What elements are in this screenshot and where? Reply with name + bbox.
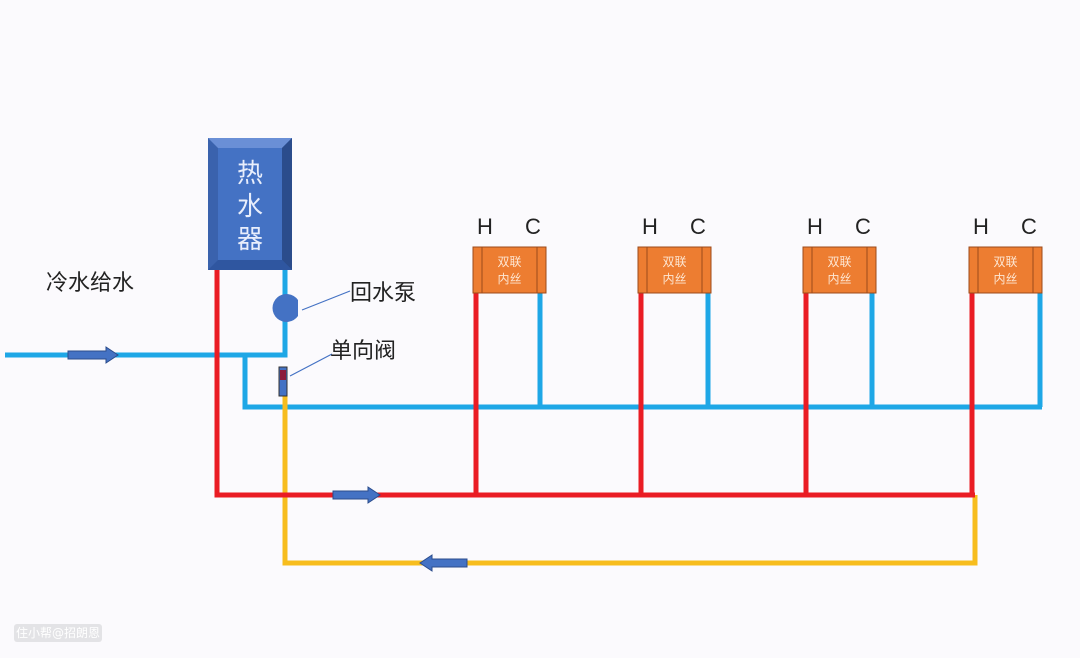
fixture: H C 双联 内丝 bbox=[968, 214, 1043, 294]
flow-arrow-right-icon bbox=[67, 346, 119, 364]
cold-label: C bbox=[855, 214, 871, 239]
valve-pointer bbox=[289, 353, 333, 377]
fixture-label: 双联 bbox=[497, 255, 521, 269]
watermark-text: 住小帮@招朗恩 bbox=[16, 626, 100, 640]
return-pipe bbox=[282, 368, 978, 566]
pump-pointer bbox=[301, 290, 351, 311]
fixture-label: 双联 bbox=[827, 255, 851, 269]
check-valve-icon bbox=[278, 366, 288, 397]
return-pump-label: 回水泵 bbox=[350, 281, 416, 306]
heater-label-char: 水 bbox=[237, 192, 263, 222]
fixture-label: 双联 bbox=[662, 255, 686, 269]
hot-label: H bbox=[973, 214, 989, 239]
fixture-label: 内丝 bbox=[497, 272, 521, 286]
hot-label: H bbox=[807, 214, 823, 239]
cold-label: C bbox=[1021, 214, 1037, 239]
fixture-label: 双联 bbox=[993, 255, 1017, 269]
cold-distribution-pipe bbox=[242, 355, 1042, 410]
watermark: 住小帮@招朗恩 bbox=[14, 624, 102, 642]
fixture-label: 内丝 bbox=[662, 272, 686, 286]
cold-label: C bbox=[525, 214, 541, 239]
flow-arrow-left-icon bbox=[419, 554, 468, 572]
hot-water-pipes bbox=[214, 268, 975, 498]
hot-supply-pipe bbox=[214, 268, 975, 498]
fixture-label: 内丝 bbox=[993, 272, 1017, 286]
heater-label-char: 器 bbox=[237, 225, 263, 255]
return-pump-icon bbox=[272, 294, 298, 323]
fixture-label: 内丝 bbox=[827, 272, 851, 286]
hot-label: H bbox=[642, 214, 658, 239]
cold-water-supply-label: 冷水给水 bbox=[46, 271, 134, 296]
flow-arrow-right-icon bbox=[332, 486, 381, 504]
water-heater: 热 水 器 bbox=[208, 138, 292, 270]
check-valve-label: 单向阀 bbox=[330, 339, 396, 364]
fixture: H C 双联 内丝 bbox=[472, 214, 547, 294]
fixture: H C 双联 内丝 bbox=[637, 214, 712, 294]
cold-label: C bbox=[690, 214, 706, 239]
fixture: H C 双联 内丝 bbox=[802, 214, 877, 294]
hot-label: H bbox=[477, 214, 493, 239]
heater-label-char: 热 bbox=[237, 159, 263, 189]
